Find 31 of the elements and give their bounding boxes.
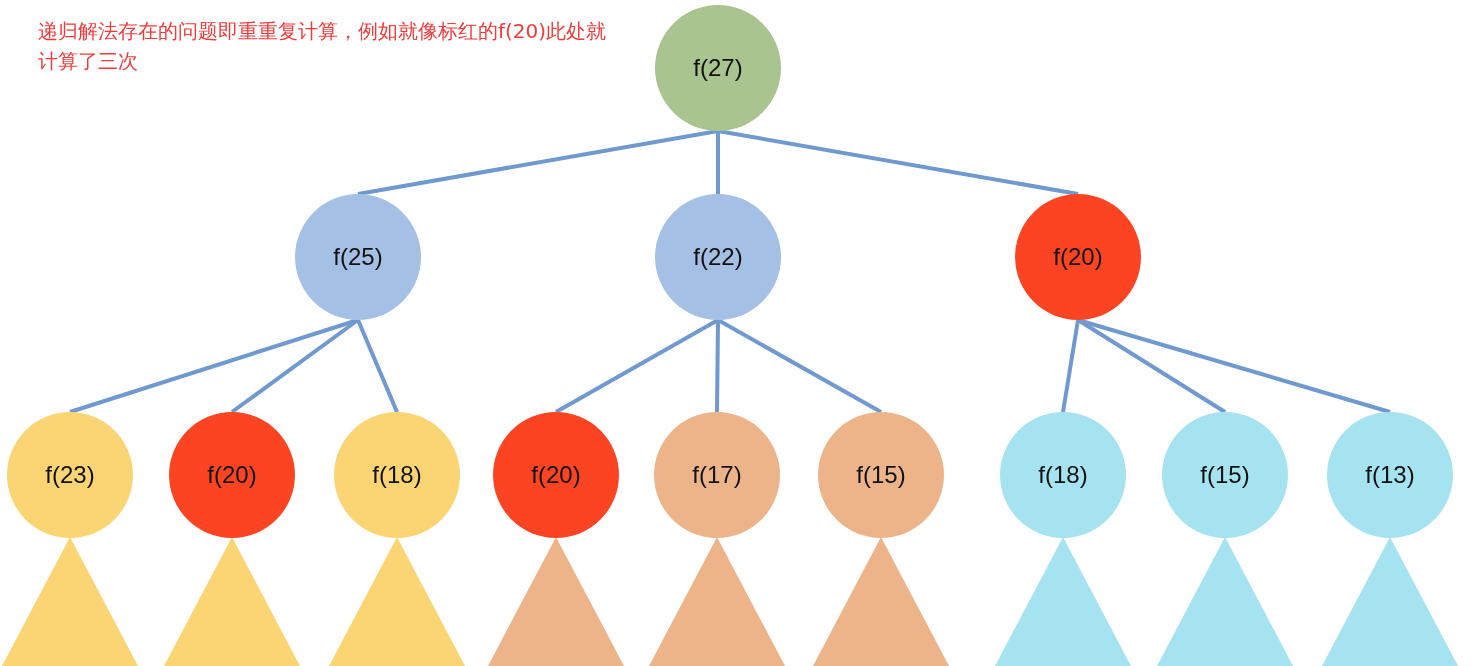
node-label: f(18) [1038,461,1088,489]
tree-edge [717,129,1079,196]
tree-edge [356,319,399,413]
node-label: f(20) [207,461,257,489]
tree-edge [715,319,720,413]
tree-edge [357,129,719,196]
node-label: f(23) [45,461,95,489]
node-label: f(13) [1365,461,1415,489]
subtree-triangle [1322,537,1458,666]
node-label: f(22) [693,243,743,271]
node-label: f(18) [372,461,422,489]
node-label: f(20) [531,461,581,489]
node-label: f(20) [1053,243,1103,271]
node-label: f(15) [856,461,906,489]
subtree-triangle [488,537,624,666]
subtree-triangle [164,537,300,666]
tree-edge [1061,319,1080,413]
note-text: 递归解法存在的问题即重重复计算，例如就像标红的f(20)此处就计算了三次 [38,18,608,75]
node-label: f(27) [693,54,743,82]
tree-edge [716,131,720,194]
node-label: f(15) [1200,461,1250,489]
tree-edge [717,318,882,414]
subtree-triangle [649,537,785,666]
tree-edge [555,318,719,414]
subtree-triangle [1157,537,1293,666]
subtree-triangle [813,537,949,666]
node-label: f(17) [692,461,742,489]
subtree-triangle [2,537,138,666]
subtree-triangle [329,537,465,666]
subtree-triangle [995,537,1131,666]
node-label: f(25) [333,243,383,271]
